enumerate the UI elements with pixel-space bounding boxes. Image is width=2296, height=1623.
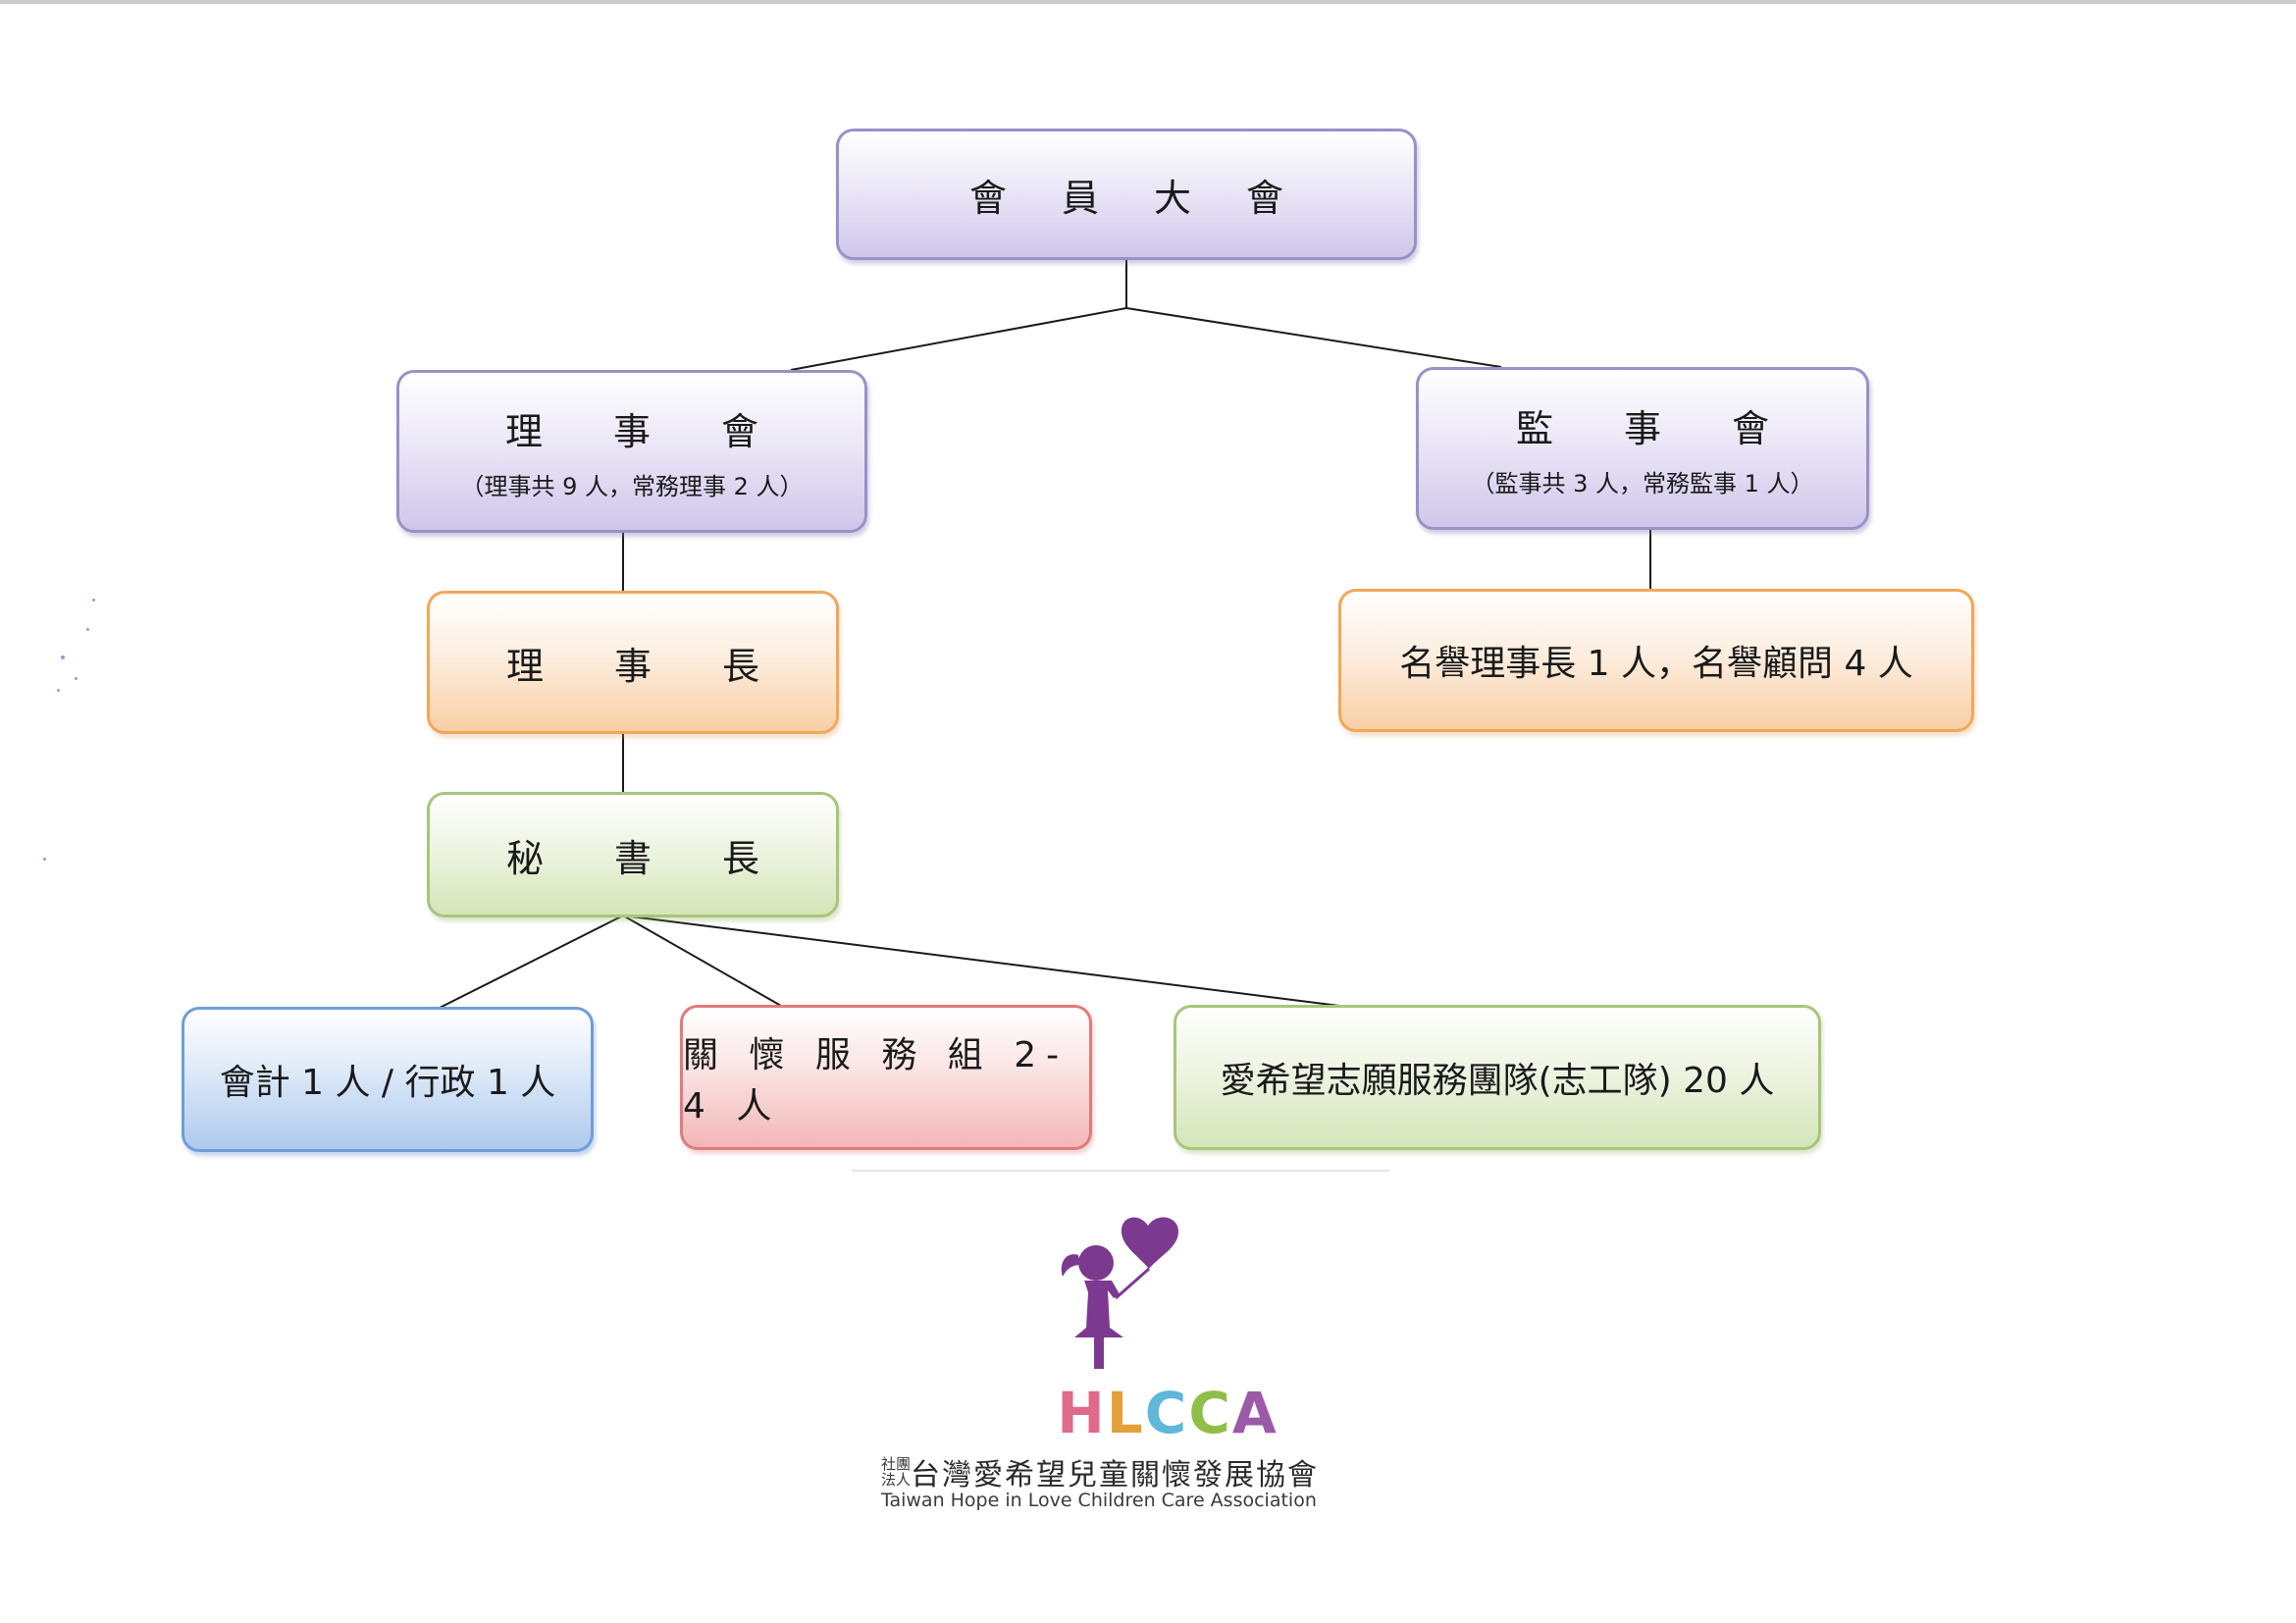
care-service-title: 關 懷 服 務 組 2-4 人 [683, 1035, 1070, 1126]
board-of-directors-title: 理事會 [504, 410, 829, 453]
honorary-title: 名譽理事長 1 人，名譽顧問 4 人 [1399, 644, 1913, 684]
scan-top-edge [0, 0, 2296, 4]
scan-speck [75, 677, 78, 680]
scan-speck [43, 858, 46, 861]
logo-letter: H [1057, 1380, 1107, 1446]
general-assembly-title: 會員大會 [968, 176, 1338, 220]
node-board-of-supervisors: 監事會 （監事共 3 人，常務監事 1 人） [1416, 367, 1869, 530]
logo-girl-balloon-icon [1061, 1217, 1178, 1369]
scan-speck [57, 689, 60, 692]
node-volunteer-team: 愛希望志願服務團隊(志工隊) 20 人 [1174, 1005, 1821, 1150]
organization-name-zh: 台灣愛希望兒童關懷發展協會 [911, 1458, 1319, 1492]
scan-speck [61, 655, 65, 659]
connector-to-directors [790, 307, 1127, 371]
node-care-service: 關 懷 服 務 組 2-4 人 [680, 1005, 1092, 1150]
scan-speck [92, 599, 95, 602]
organization-name-row: 社團法人 台灣愛希望兒童關懷發展協會 [881, 1450, 1391, 1493]
scan-speck [86, 628, 89, 631]
logo-letter: L [1106, 1380, 1145, 1446]
logo-acronym: HLCCA [883, 1384, 1452, 1442]
logo-letter: C [1144, 1380, 1189, 1446]
accounting-admin-title: 會計 1 人 / 行政 1 人 [219, 1063, 556, 1103]
board-of-directors-subtitle: （理事共 9 人，常務理事 2 人） [460, 473, 804, 500]
secretary-general-title: 秘書長 [505, 836, 830, 880]
connector-to-supervisors [1125, 307, 1502, 368]
node-general-assembly: 會員大會 [836, 129, 1417, 260]
logo-letter: A [1231, 1380, 1278, 1446]
node-secretary-general: 秘書長 [427, 792, 839, 917]
connector-to-accounting [439, 915, 624, 1009]
node-chairman: 理事長 [427, 591, 839, 734]
logo-letter: C [1188, 1380, 1232, 1446]
volunteer-team-title: 愛希望志願服務團隊(志工隊) 20 人 [1220, 1061, 1775, 1101]
chairman-title: 理事長 [505, 644, 830, 688]
node-honorary: 名譽理事長 1 人，名譽顧問 4 人 [1338, 589, 1974, 732]
board-of-supervisors-title: 監事會 [1515, 407, 1840, 450]
organization-type-label: 社團法人 [881, 1455, 912, 1489]
board-of-supervisors-subtitle: （監事共 3 人，常務監事 1 人） [1471, 470, 1814, 497]
node-board-of-directors: 理事會 （理事共 9 人，常務理事 2 人） [396, 370, 867, 533]
node-accounting-admin: 會計 1 人 / 行政 1 人 [182, 1007, 594, 1152]
connector-to-volunteers [622, 915, 1340, 1007]
connector-to-care-service [622, 915, 782, 1007]
organization-name-en: Taiwan Hope in Love Children Care Associ… [881, 1490, 1317, 1511]
divider-line [852, 1170, 1389, 1172]
